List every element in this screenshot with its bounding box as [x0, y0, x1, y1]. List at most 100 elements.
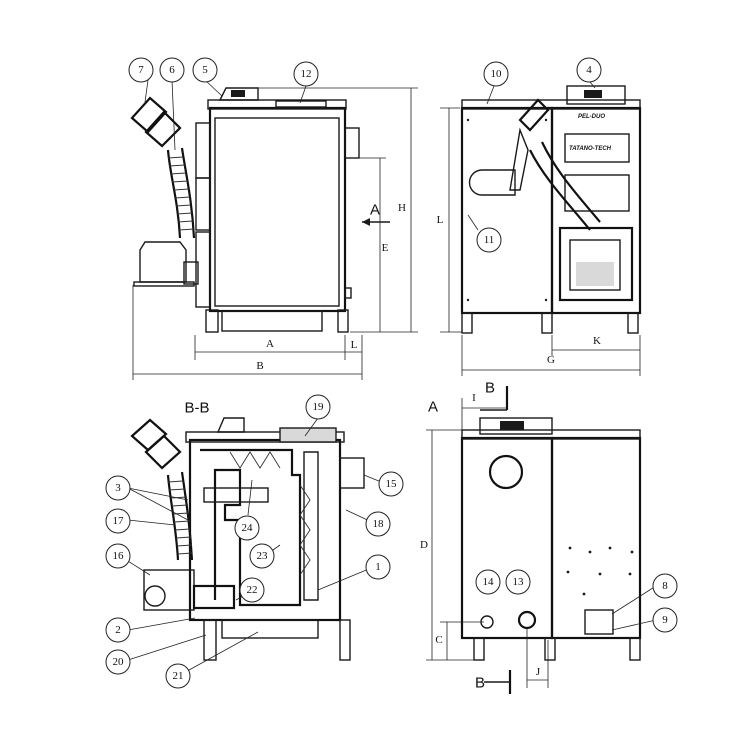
- callout-16: 16: [105, 543, 131, 569]
- callout-20: 20: [105, 649, 131, 675]
- feed-tube-outer: [166, 149, 182, 239]
- front-view-ash-window: [569, 239, 621, 291]
- front-view: PEL-DUO TATANO-TECH L K: [437, 85, 642, 376]
- callout-7: 7: [128, 57, 154, 83]
- callout-11: 11: [476, 227, 502, 253]
- rear-foot-2: [544, 637, 556, 661]
- callout-12: 12: [293, 61, 319, 87]
- callout-6: 6: [159, 57, 185, 83]
- callout-2: 2: [105, 617, 131, 643]
- side-view: A A L B E H: [130, 87, 418, 380]
- svg-text:7: 7: [138, 64, 144, 76]
- rear-lid: [461, 429, 641, 440]
- dim-g-label: G: [547, 354, 555, 366]
- cut-bottom-label: B: [475, 675, 485, 692]
- section-feeder-motor: [130, 418, 168, 452]
- side-view-door-middle: [195, 177, 211, 231]
- callout-10: 10: [483, 61, 509, 87]
- front-controller-screen: [584, 90, 602, 98]
- svg-text:17: 17: [113, 515, 125, 527]
- callout-13: 13: [505, 569, 531, 595]
- front-view-handle: [468, 169, 516, 196]
- svg-text:6: 6: [169, 64, 175, 76]
- front-foot-1: [461, 312, 473, 334]
- dim-c-label: C: [435, 634, 442, 646]
- side-view-door-panel: [214, 117, 340, 307]
- side-view-lid: [207, 99, 347, 110]
- svg-text:24: 24: [242, 522, 254, 534]
- rear-bolts: [566, 546, 634, 596]
- dim-l-small-label: L: [351, 339, 358, 351]
- side-view-foot-right: [337, 309, 349, 333]
- callout-22: 22: [239, 577, 265, 603]
- rear-controller: [479, 417, 553, 435]
- callout-21: 21: [165, 663, 191, 689]
- svg-text:12: 12: [301, 68, 312, 80]
- svg-text:14: 14: [483, 576, 495, 588]
- dim-l-label: L: [437, 214, 444, 226]
- svg-text:10: 10: [491, 68, 503, 80]
- front-view-burner-core: [576, 262, 614, 286]
- burner-connector: [183, 261, 199, 285]
- burner-box: [139, 241, 187, 283]
- callout-1: 1: [365, 554, 391, 580]
- dim-d-label: D: [420, 539, 428, 551]
- side-view-door-upper: [195, 122, 211, 179]
- section-controller: [216, 417, 245, 433]
- dim-i-label: I: [472, 392, 476, 404]
- side-view-door-lower: [195, 231, 211, 308]
- section-feeder-housing: [144, 434, 182, 470]
- arrow-a-side-label: A: [370, 202, 380, 219]
- arrow-a-head: [362, 218, 370, 226]
- front-view-hopper-tube: [509, 127, 529, 191]
- dim-j-label: J: [536, 666, 541, 678]
- section-fan: [144, 585, 166, 607]
- svg-text:21: 21: [173, 670, 184, 682]
- front-foot-2: [541, 312, 553, 334]
- callout-9: 9: [652, 607, 678, 633]
- svg-text:23: 23: [257, 550, 269, 562]
- side-view-valve: [344, 287, 352, 299]
- rear-body-right: [550, 436, 642, 640]
- callout-3: 3: [105, 475, 131, 501]
- front-view-upper-door: [564, 133, 630, 163]
- side-view-outlet: [275, 100, 327, 108]
- section-exchanger: [303, 451, 319, 601]
- front-view-ash-door: [558, 226, 634, 302]
- side-view-body: [208, 106, 347, 313]
- section-flue-box: [339, 457, 365, 489]
- dim-h-label: H: [398, 202, 406, 214]
- brand-top: PEL-DUO: [578, 114, 605, 120]
- callout-5: 5: [192, 57, 218, 83]
- arrow-a-rear-label: A: [428, 399, 438, 416]
- side-view-foot-left: [205, 309, 219, 333]
- callout-18: 18: [365, 511, 391, 537]
- front-view-tube-b: [541, 141, 601, 223]
- svg-text:9: 9: [662, 614, 668, 626]
- svg-text:15: 15: [386, 478, 398, 490]
- callout-14: 14: [475, 569, 501, 595]
- side-view-flue: [344, 127, 360, 159]
- svg-text:4: 4: [586, 64, 592, 76]
- section-burner-tube: [203, 487, 269, 503]
- section-title: B-B: [184, 400, 209, 417]
- rear-supply-port: [517, 610, 537, 630]
- callout-19: 19: [305, 394, 331, 420]
- controller-screen: [231, 90, 245, 97]
- svg-text:13: 13: [513, 576, 525, 588]
- front-view-feeder-motor: [518, 98, 550, 132]
- svg-text:2: 2: [115, 624, 121, 636]
- svg-text:3: 3: [115, 482, 121, 494]
- rear-foot-3: [629, 637, 641, 661]
- callout-24: 24: [234, 515, 260, 541]
- rear-flue-outlet: [488, 454, 524, 490]
- dim-a-label: A: [266, 338, 274, 350]
- cut-top-label: B: [485, 380, 495, 397]
- brand-plate: TATANO-TECH: [569, 146, 612, 152]
- svg-text:11: 11: [484, 234, 495, 246]
- feed-tube-ribs: [167, 156, 195, 231]
- feeder-housing: [144, 110, 182, 148]
- section-foot-right: [339, 619, 351, 661]
